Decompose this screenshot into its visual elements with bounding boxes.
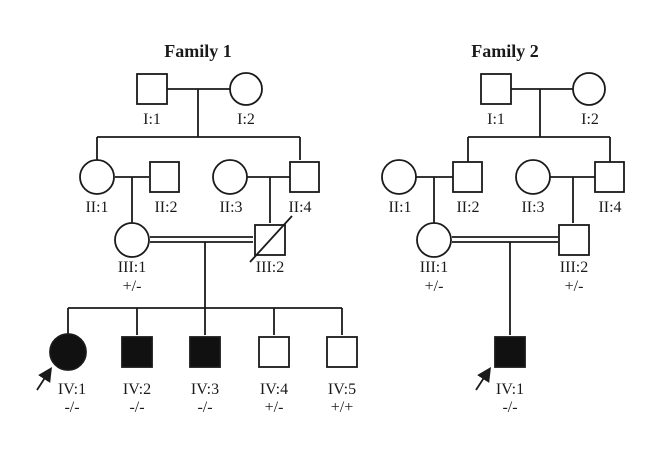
f1-ii3-label: II:3 (219, 199, 242, 216)
f1-iv3-genotype: -/- (197, 399, 212, 416)
f1-iii1-label: III:1 (118, 259, 146, 276)
family-1-lines (67, 88, 343, 335)
f1-iv4-male-symbol (258, 336, 290, 368)
f1-ii2-male-symbol (149, 161, 180, 193)
f1-ii2-label: II:2 (154, 199, 177, 216)
f1-i1-label: I:1 (143, 111, 161, 128)
f2-i2-female-symbol (572, 72, 606, 106)
family-1-title: Family 1 (164, 41, 232, 61)
f1-iv1-affected-female-symbol (49, 333, 87, 371)
f1-ii4-label: II:4 (288, 199, 311, 216)
f2-iv1-proband-arrow-icon (475, 366, 491, 391)
f1-ii3-female-symbol (212, 159, 248, 195)
f2-iv1-label: IV:1 (496, 381, 524, 398)
f1-iv1-proband-arrow-icon (36, 366, 52, 391)
family-2-pedigree: Family 2 I:1 I:2 II:1 II:2 II:3 II:4 (381, 41, 625, 416)
family-1-pedigree: Family 1 I:1 I:2 II (36, 41, 358, 416)
f1-ii1-label: II:1 (85, 199, 108, 216)
family-2-lines (416, 88, 611, 335)
f2-i1-male-symbol (480, 73, 512, 105)
f2-ii1-label: II:1 (388, 199, 411, 216)
f2-ii4-male-symbol (594, 161, 625, 193)
f2-iii1-label: III:1 (420, 259, 448, 276)
family-2-title: Family 2 (471, 41, 539, 61)
f2-i1-label: I:1 (487, 111, 505, 128)
f1-iii1-genotype: +/- (123, 278, 142, 295)
f1-iv3-affected-male-symbol (189, 336, 221, 368)
f2-ii2-male-symbol (452, 161, 483, 193)
f1-iv4-genotype: +/- (265, 399, 284, 416)
f2-ii2-label: II:2 (456, 199, 479, 216)
f2-iii2-label: III:2 (560, 259, 588, 276)
f2-iii2-genotype: +/- (565, 278, 584, 295)
f1-iv1-label: IV:1 (58, 381, 86, 398)
f1-iv5-male-symbol (326, 336, 358, 368)
f1-i1-male-symbol (136, 73, 168, 105)
f2-iv1-genotype: -/- (502, 399, 517, 416)
f2-i2-label: I:2 (581, 111, 599, 128)
f1-iv2-label: IV:2 (123, 381, 151, 398)
f1-i2-label: I:2 (237, 111, 255, 128)
f1-iv2-affected-male-symbol (121, 336, 153, 368)
f1-iv3-label: IV:3 (191, 381, 219, 398)
f1-i2-female-symbol (229, 72, 263, 106)
f1-ii4-male-symbol (289, 161, 320, 193)
f1-iv4-label: IV:4 (260, 381, 288, 398)
f1-iii2-deceased-slash (249, 215, 293, 263)
f1-iv1-genotype: -/- (64, 399, 79, 416)
f1-ii1-female-symbol (79, 159, 115, 195)
f2-iii2-male-symbol (558, 224, 590, 256)
f2-ii4-label: II:4 (598, 199, 621, 216)
f1-iii2-label: III:2 (256, 259, 284, 276)
f2-iii1-genotype: +/- (425, 278, 444, 295)
f2-ii1-female-symbol (381, 159, 417, 195)
f1-iii1-female-symbol (114, 222, 150, 258)
f2-iii1-female-symbol (416, 222, 452, 258)
f2-ii3-female-symbol (515, 159, 551, 195)
f1-iv5-label: IV:5 (328, 381, 356, 398)
f1-iv5-genotype: +/+ (331, 399, 354, 416)
f2-iv1-affected-male-symbol (494, 336, 526, 368)
f2-ii3-label: II:3 (521, 199, 544, 216)
f1-iv2-genotype: -/- (129, 399, 144, 416)
